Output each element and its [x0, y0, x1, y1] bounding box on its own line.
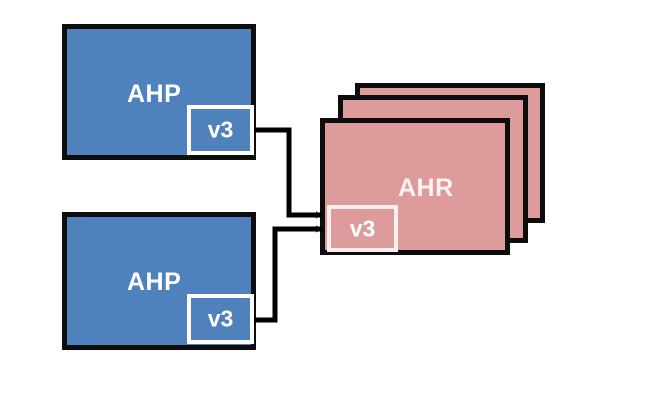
ahr-node-label: AHR: [398, 174, 454, 202]
ahp-top-version-label: v3: [207, 116, 234, 143]
ahp-top-version-box[interactable]: v3: [187, 105, 254, 155]
ahp-node-top-label: AHP: [127, 80, 182, 108]
ahp-node-bottom-label: AHP: [127, 268, 182, 296]
ahr-version-label: v3: [349, 215, 376, 241]
ahr-node-front-layer[interactable]: [320, 118, 510, 255]
ahp-bottom-version-label: v3: [207, 305, 234, 332]
ahr-version-box[interactable]: v3: [327, 205, 398, 252]
connector-ahp-bottom-to-ahr: [254, 225, 323, 323]
ahp-bottom-version-box[interactable]: v3: [187, 294, 254, 344]
connector-ahp-top-to-ahr: [254, 127, 323, 219]
